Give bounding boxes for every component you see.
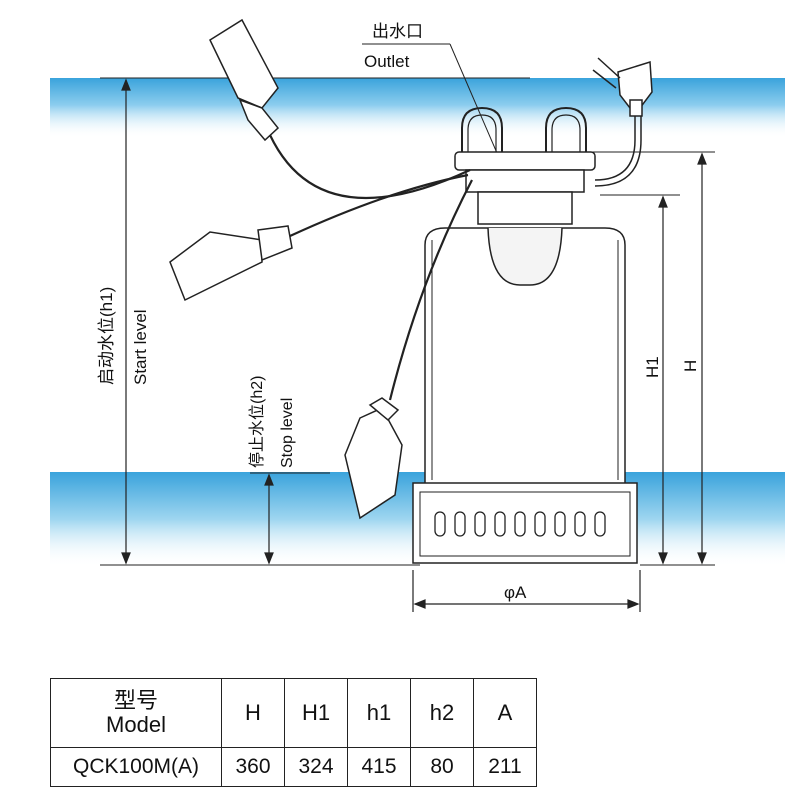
level-lines (100, 77, 715, 566)
h-dimension-label: H (681, 360, 700, 372)
model-header-en: Model (106, 712, 166, 737)
col-header-a: A (473, 678, 537, 748)
h1-dimension (658, 195, 668, 565)
power-cord (594, 112, 642, 187)
col-header-h2: h2 (410, 678, 474, 748)
lower-float (344, 397, 403, 520)
start-level-dimension (121, 78, 131, 565)
stop-level-cn-label: 停止水位(h2) (248, 376, 266, 468)
value-a-cell: 211 (473, 747, 537, 787)
table-row: QCK100M(A) 360 324 415 80 211 (50, 747, 537, 787)
spec-table: 型号 Model H H1 h1 h2 A QCK100M(A) 360 324… (50, 678, 537, 787)
model-cell: QCK100M(A) (50, 747, 222, 787)
outlet-cn-label: 出水口 (372, 22, 423, 41)
a-dimension-label: φA (504, 583, 527, 602)
col-header-h1-lower: h1 (347, 678, 411, 748)
value-h1-lower-cell: 415 (347, 747, 411, 787)
plug-icon (592, 57, 653, 117)
col-header-h: H (221, 678, 285, 748)
value-h2-cell: 80 (410, 747, 474, 787)
middle-float-cable (289, 173, 469, 237)
middle-float (169, 225, 293, 302)
model-header-cell: 型号 Model (50, 678, 222, 748)
upper-float-cable (269, 134, 471, 199)
col-header-h1: H1 (284, 678, 348, 748)
upper-water-band (50, 78, 785, 138)
h1-dimension-label: H1 (643, 356, 662, 378)
model-header-cn: 型号 (113, 688, 158, 713)
h-dimension (697, 152, 707, 565)
start-level-en-label: Start level (131, 309, 150, 385)
outlet-en-label: Outlet (364, 52, 410, 71)
start-level-cn-label: 启动水位(h1) (97, 287, 116, 385)
outlet-leader (362, 43, 501, 161)
table-header-row: 型号 Model H H1 h1 h2 A (50, 678, 537, 748)
value-h-cell: 360 (221, 747, 285, 787)
upper-float (209, 18, 280, 142)
stop-level-en-label: Stop level (279, 398, 296, 468)
value-h1-cell: 324 (284, 747, 348, 787)
stop-level-dimension (264, 473, 274, 565)
pump (412, 106, 638, 564)
a-dimension (412, 570, 641, 612)
pump-diagram: 启动水位(h1) Start level 停止水位(h2) Stop level… (50, 18, 785, 612)
lower-float-cable (388, 179, 473, 401)
base-vents (434, 511, 606, 537)
